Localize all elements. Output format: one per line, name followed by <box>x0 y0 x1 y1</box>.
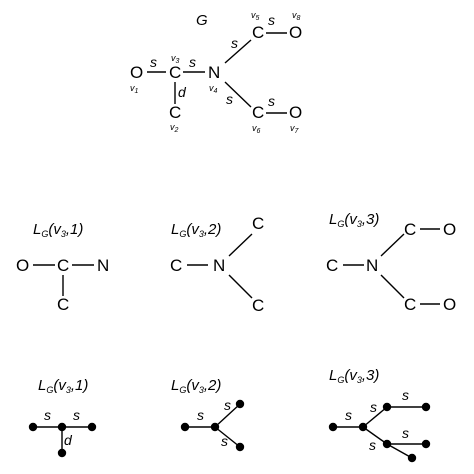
graph-g: G O C N C C O C O s s d s s s s v1 v2 v3… <box>130 10 302 135</box>
caption-bottom-3: LG(v3,3) <box>329 367 379 385</box>
vertex-dot <box>235 442 245 452</box>
svg-text:LG(v3,3): LG(v3,3) <box>329 367 379 385</box>
bond-line <box>386 443 413 459</box>
atom-n: N <box>97 256 109 275</box>
atom-c-bottom: C <box>169 103 181 122</box>
vertex-dot <box>421 402 431 412</box>
bottom-panel-1: s s d <box>28 407 97 458</box>
bond-label-s: s <box>402 387 409 403</box>
bond-label-s: s <box>44 407 51 423</box>
bond-label-d: d <box>64 432 73 448</box>
atom-c-lower: C <box>252 103 264 122</box>
bond-line <box>214 426 241 448</box>
bond-label-s: s <box>73 407 80 423</box>
bond-label-s: s <box>402 425 409 441</box>
bottom-panel-2: s s s <box>180 397 245 452</box>
caption-bottom-2: LG(v3,2) <box>171 377 221 395</box>
vertex-label-v3: v3 <box>171 53 180 65</box>
vertex-label-v4: v4 <box>209 83 218 95</box>
bond-line <box>224 81 252 108</box>
vertex-dot <box>57 422 67 432</box>
bond-label-s: s <box>226 91 233 107</box>
bond-label-s: s <box>268 93 275 109</box>
graph-title: G <box>196 12 208 29</box>
atom-c-upper: C <box>252 23 264 42</box>
svg-text:LG(v3,3): LG(v3,3) <box>329 211 379 229</box>
atom-c: C <box>170 256 182 275</box>
bond-line <box>380 274 405 299</box>
caption-middle-3: LG(v3,3) <box>329 211 379 229</box>
bond-label-s: s <box>150 54 157 70</box>
vertex-dot <box>358 422 368 432</box>
bond-line <box>380 233 405 257</box>
bottom-panel-3: s s s s s <box>328 387 431 463</box>
atom-c: C <box>404 220 416 239</box>
bond-label-s: s <box>370 399 377 415</box>
vertex-dot <box>235 399 245 409</box>
atom-o: O <box>443 220 456 239</box>
atom-c: C <box>57 295 69 314</box>
bond-label-s: s <box>224 397 231 413</box>
atom-c: C <box>252 296 264 315</box>
caption-middle-2: LG(v3,2) <box>171 221 221 239</box>
svg-text:LG(v3,2): LG(v3,2) <box>171 221 221 239</box>
atom-c: C <box>252 214 264 233</box>
vertex-label-v2: v2 <box>170 122 179 134</box>
bond-label-s: s <box>197 407 204 423</box>
vertex-dot <box>328 422 338 432</box>
caption-middle-1: LG(v3,1) <box>33 221 83 239</box>
bond-label-s: s <box>231 35 238 51</box>
bond-label-s: s <box>345 407 352 423</box>
vertex-label-v1: v1 <box>130 83 139 95</box>
middle-panel-3: C N C O C O <box>326 220 456 314</box>
vertex-label-v8: v8 <box>292 10 301 22</box>
atom-c: C <box>326 256 338 275</box>
vertex-dot <box>421 439 431 449</box>
bond-line <box>224 39 252 64</box>
vertex-dot <box>180 422 190 432</box>
atom-c: C <box>57 256 69 275</box>
vertex-dot <box>57 448 67 458</box>
vertex-label-v5: v5 <box>251 10 260 22</box>
bond-label-s: s <box>268 12 275 28</box>
bond-label-d: d <box>178 84 187 100</box>
svg-text:LG(v3,1): LG(v3,1) <box>33 221 83 239</box>
atom-c: C <box>404 295 416 314</box>
bond-label-s: s <box>189 54 196 70</box>
bond-line <box>214 403 241 428</box>
bond-line <box>228 274 253 299</box>
vertex-label-v7: v7 <box>290 123 300 135</box>
bond-label-s: s <box>221 433 228 449</box>
atom-c-center: C <box>169 63 181 82</box>
svg-text:LG(v3,2): LG(v3,2) <box>171 377 221 395</box>
atom-n: N <box>366 256 378 275</box>
middle-panel-1: O C N C <box>16 256 109 314</box>
bond-line <box>362 406 388 428</box>
bond-line <box>228 233 253 257</box>
atom-o: O <box>16 256 29 275</box>
atom-o-lower: O <box>289 103 302 122</box>
vertex-label-v6: v6 <box>252 123 261 135</box>
vertex-dot <box>87 422 97 432</box>
atom-o-upper: O <box>289 23 302 42</box>
atom-n: N <box>208 63 220 82</box>
vertex-dot <box>28 422 38 432</box>
vertex-dot <box>210 422 220 432</box>
middle-panel-2: C N C C <box>170 214 264 315</box>
bond-label-s: s <box>369 437 376 453</box>
vertex-dot <box>382 402 392 412</box>
svg-text:LG(v3,1): LG(v3,1) <box>38 377 88 395</box>
caption-bottom-1: LG(v3,1) <box>38 377 88 395</box>
atom-o-left: O <box>130 63 143 82</box>
atom-n: N <box>213 256 225 275</box>
bond-line <box>362 426 388 445</box>
atom-o: O <box>443 295 456 314</box>
